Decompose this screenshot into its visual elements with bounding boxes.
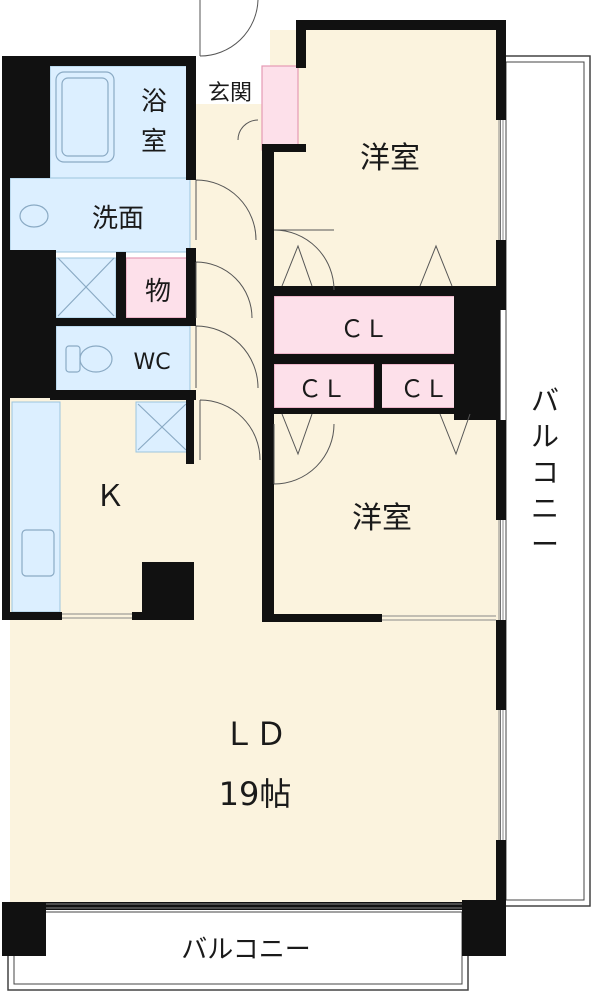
western-south-label: 洋室 xyxy=(352,501,412,536)
windows xyxy=(46,120,504,909)
east-balcony-label-1: バ xyxy=(531,384,559,417)
western-south-floor xyxy=(270,412,500,620)
ld-size-label: 19帖 xyxy=(219,775,292,813)
storage-label: 物 xyxy=(145,277,171,307)
western-north-floor xyxy=(270,30,500,292)
walls xyxy=(2,20,506,956)
closet-1-label: ＣＬ xyxy=(340,315,388,343)
closet-2-label: ＣＬ xyxy=(298,375,346,403)
ld-floor xyxy=(10,618,500,910)
east-balcony-label-4: ニ xyxy=(531,492,559,525)
bath-area xyxy=(49,65,191,179)
kitchen-sink xyxy=(21,529,55,577)
western-north-label: 洋室 xyxy=(360,141,420,176)
wash-basin xyxy=(19,204,49,228)
toilet-label: WC xyxy=(133,350,170,375)
kitchen-label: Ｋ xyxy=(95,479,125,514)
ld-name-label: ＬＤ xyxy=(223,715,287,753)
washroom-area xyxy=(9,177,191,253)
washroom-label: 洗面 xyxy=(92,204,144,234)
entrance-label: 玄関 xyxy=(208,81,252,106)
bathtub xyxy=(55,71,115,163)
east-balcony-label-5: ー xyxy=(531,528,559,561)
south-balcony-label: バルコニー xyxy=(181,935,310,965)
balcony-east xyxy=(499,55,591,907)
toilet-area xyxy=(55,325,191,393)
hall-floor xyxy=(190,104,270,620)
bath-label-1: 浴 xyxy=(141,87,167,117)
entrance-box xyxy=(261,65,299,151)
closet-3-label: ＣＬ xyxy=(400,375,448,403)
bath-label-2: 室 xyxy=(141,127,167,157)
kitchen-counter xyxy=(11,401,61,613)
east-balcony-label-3: コ xyxy=(531,456,559,489)
door-swings xyxy=(195,0,471,485)
east-balcony-label-2: ル xyxy=(531,420,559,453)
balcony-south xyxy=(7,905,469,991)
